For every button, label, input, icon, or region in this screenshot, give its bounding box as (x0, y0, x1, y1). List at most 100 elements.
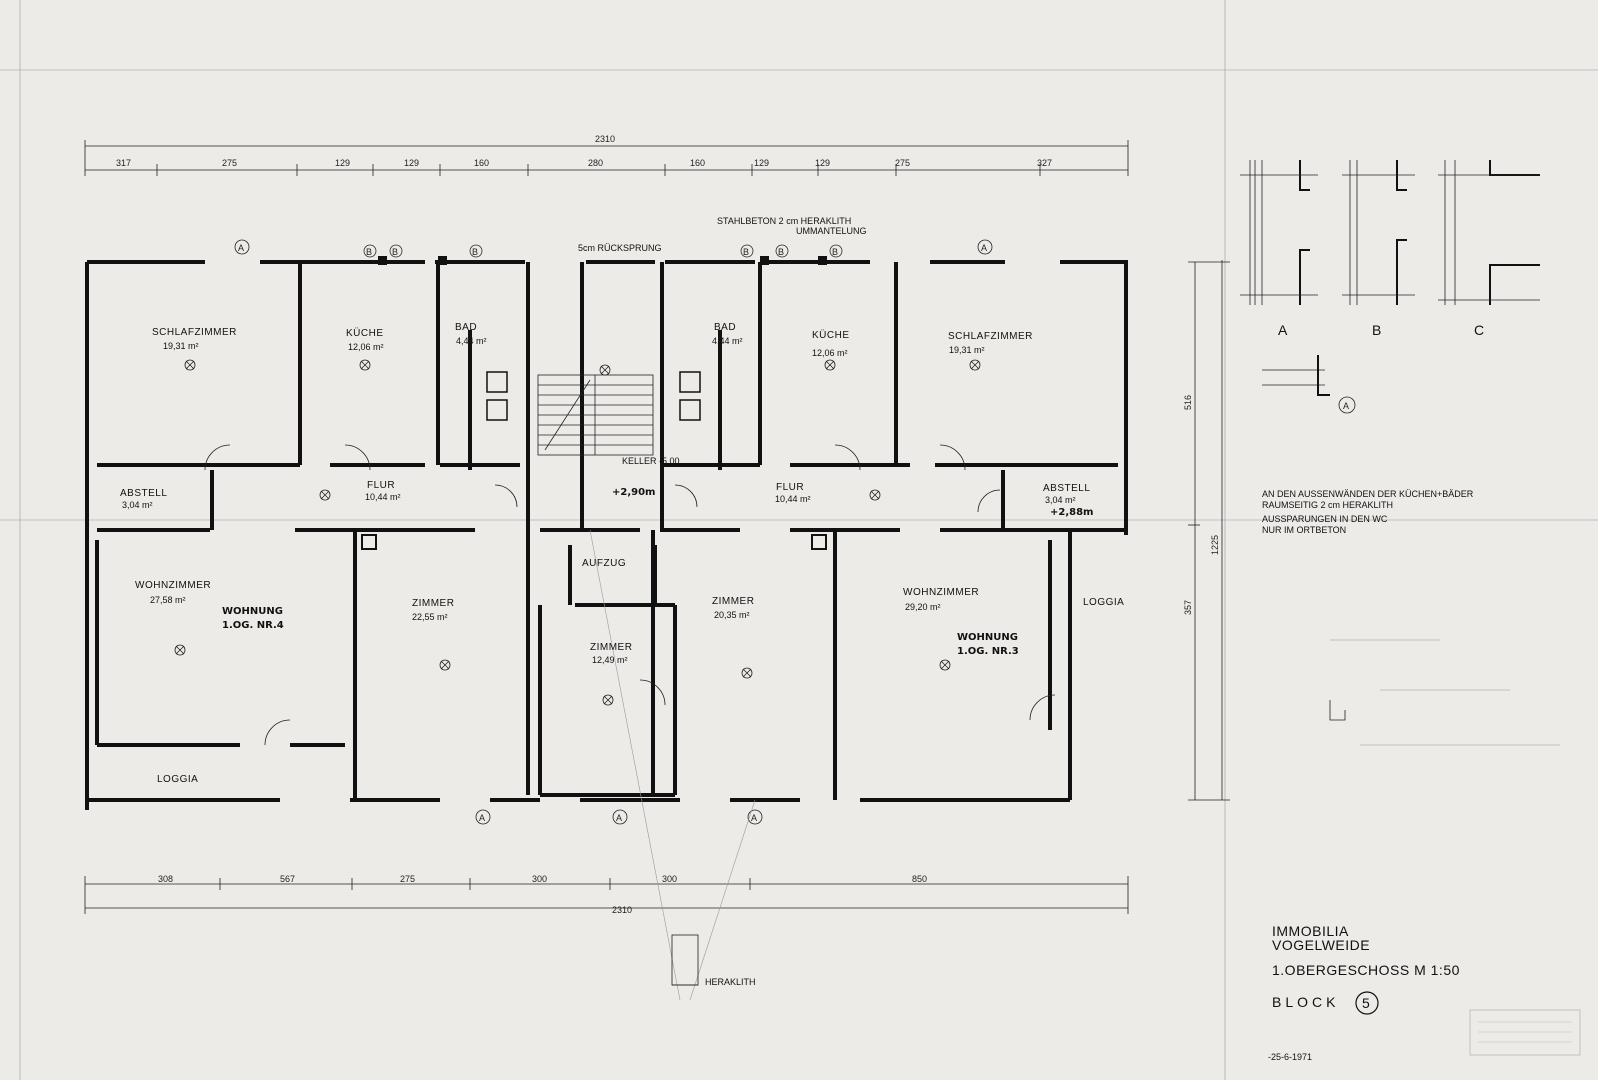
heraklith-detail-note: HERAKLITH (705, 977, 756, 987)
room-area-abstell-left: 3,04 m² (122, 500, 153, 510)
note-line-2: RAUMSEITIG 2 cm HERAKLITH (1262, 500, 1393, 510)
section-marker-a1 (1338, 396, 1356, 414)
svg-text:B: B (392, 247, 398, 257)
block-number: 5 (1362, 995, 1370, 1011)
overall-width-bottom: 2310 (612, 905, 632, 915)
room-label-loggia-left: LOGGIA (157, 774, 198, 785)
room-area-flur-right: 10,44 m² (775, 494, 811, 504)
room-label-flur-right: FLUR (776, 482, 804, 493)
lower-depth-dim: 357 (1183, 600, 1193, 615)
section-label-b: B (1372, 322, 1382, 338)
top-dim-10: 275 (895, 158, 910, 168)
bottom-dim-3: 275 (400, 874, 415, 884)
overall-height: 1225 (1210, 535, 1220, 555)
svg-text:A: A (981, 243, 987, 253)
room-label-zimmer-right: ZIMMER (712, 596, 754, 607)
room-label-bad-right: BAD (714, 322, 736, 333)
upper-depth-dim: 516 (1183, 395, 1193, 410)
svg-text:A: A (238, 243, 244, 253)
room-label-kueche-right: KÜCHE (812, 329, 850, 341)
top-dim-3: 129 (335, 158, 350, 168)
top-dim-2: 275 (222, 158, 237, 168)
light-fixtures (174, 359, 981, 706)
svg-text:B: B (832, 247, 838, 257)
right-dimension-chain: 1225 516 357 (1183, 260, 1230, 801)
apartment-label-nr3: WOHNUNG (957, 632, 1018, 643)
section-label-a1: A (1343, 401, 1349, 411)
note-line-3: AUSSPARUNGEN IN DEN WC (1262, 514, 1388, 524)
section-label-a: A (1278, 322, 1288, 338)
overall-width-top: 2310 (595, 134, 615, 144)
note-line-1: AN DEN AUSSENWÄNDEN DER KÜCHEN+BÄDER (1262, 489, 1474, 499)
shafts (361, 256, 827, 550)
note-line-4: NUR IM ORTBETON (1262, 525, 1346, 535)
note-ruecksprung: 5cm RÜCKSPRUNG (578, 243, 662, 253)
room-area-abstell-right: 3,04 m² (1045, 495, 1076, 505)
block-label: BLOCK (1272, 994, 1339, 1010)
svg-text:B: B (743, 247, 749, 257)
approval-stamp (1469, 1009, 1581, 1056)
company-line-2: VOGELWEIDE (1272, 937, 1370, 953)
general-notes: AN DEN AUSSENWÄNDEN DER KÜCHEN+BÄDER RAU… (1262, 489, 1474, 535)
room-label-bad-left: BAD (455, 322, 477, 333)
shaft-2 (438, 256, 447, 265)
svg-text:A: A (751, 813, 757, 823)
bottom-dim-2: 567 (280, 874, 295, 884)
level-center: +2,90m (612, 487, 655, 498)
room-label-kueche-left: KÜCHE (346, 327, 384, 339)
apartment-labels: WOHNUNG 1.OG. NR.4 WOHNUNG 1.OG. NR.3 (222, 606, 1019, 657)
room-area-schlafzimmer-right: 19,31 m² (949, 345, 985, 355)
room-label-abstell-left: ABSTELL (120, 488, 167, 499)
room-area-wohnzimmer-right: 29,20 m² (905, 602, 941, 612)
room-area-wohnzimmer-left: 27,58 m² (150, 595, 186, 605)
section-markers: A B B B B B B A A A A (234, 239, 993, 825)
apartment-label-nr4: WOHNUNG (222, 606, 283, 617)
top-dim-4: 129 (404, 158, 419, 168)
room-area-bad-right: 4,44 m² (712, 336, 743, 346)
title-block: IMMOBILIA VOGELWEIDE 1.OBERGESCHOSS M 1:… (1268, 923, 1459, 1062)
top-dim-9: 129 (815, 158, 830, 168)
room-label-aufzug: AUFZUG (582, 558, 626, 569)
room-label-wohnzimmer-left: WOHNZIMMER (135, 580, 211, 591)
top-dim-11: 327 (1037, 158, 1052, 168)
bottom-dim-5: 300 (662, 874, 677, 884)
svg-text:A: A (616, 813, 622, 823)
section-details (1240, 160, 1540, 396)
room-label-flur-left: FLUR (367, 480, 395, 491)
room-label-schlafzimmer-right: SCHLAFZIMMER (948, 331, 1033, 342)
note-stahlbeton: STAHLBETON 2 cm HERAKLITH (717, 216, 851, 226)
block-number-circle (1355, 991, 1379, 1015)
room-area-zimmer-left: 22,55 m² (412, 612, 448, 622)
room-labels: SCHLAFZIMMER 19,31 m² KÜCHE 12,06 m² BAD… (120, 322, 1124, 785)
bottom-dim-4: 300 (532, 874, 547, 884)
level-right: +2,88m (1050, 507, 1093, 518)
top-dim-6: 280 (588, 158, 603, 168)
room-area-kueche-right: 12,06 m² (812, 348, 848, 358)
bottom-dim-6: 850 (912, 874, 927, 884)
room-label-wohnzimmer-right: WOHNZIMMER (903, 587, 979, 598)
svg-text:B: B (472, 247, 478, 257)
note-ummantelung: UMMANTELUNG (796, 226, 867, 236)
apartment-unit-nr4: 1.OG. NR.4 (222, 620, 284, 631)
shaft-1 (378, 256, 387, 265)
top-dim-1: 317 (116, 158, 131, 168)
room-area-zimmer-center: 12,49 m² (592, 655, 628, 665)
note-keller: KELLER -5.00 (622, 456, 680, 466)
room-area-schlafzimmer-left: 19,31 m² (163, 341, 199, 351)
room-label-abstell-right: ABSTELL (1043, 483, 1090, 494)
stairwell (537, 374, 654, 456)
apartment-unit-nr3: 1.OG. NR.3 (957, 646, 1019, 657)
shaft-4 (818, 256, 827, 265)
drawing-date: -25-6-1971 (1268, 1052, 1312, 1062)
room-area-flur-left: 10,44 m² (365, 492, 401, 502)
door-swings (204, 444, 1056, 746)
top-dimension-chain: 2310 317 275 129 129 160 280 160 129 129… (84, 134, 1129, 176)
detail-reference-lines (589, 529, 756, 1001)
shaft-3 (760, 256, 769, 265)
top-dim-7: 160 (690, 158, 705, 168)
room-label-zimmer-center: ZIMMER (590, 642, 632, 653)
plan-annotations: STAHLBETON 2 cm HERAKLITH UMMANTELUNG 5c… (578, 216, 1093, 518)
